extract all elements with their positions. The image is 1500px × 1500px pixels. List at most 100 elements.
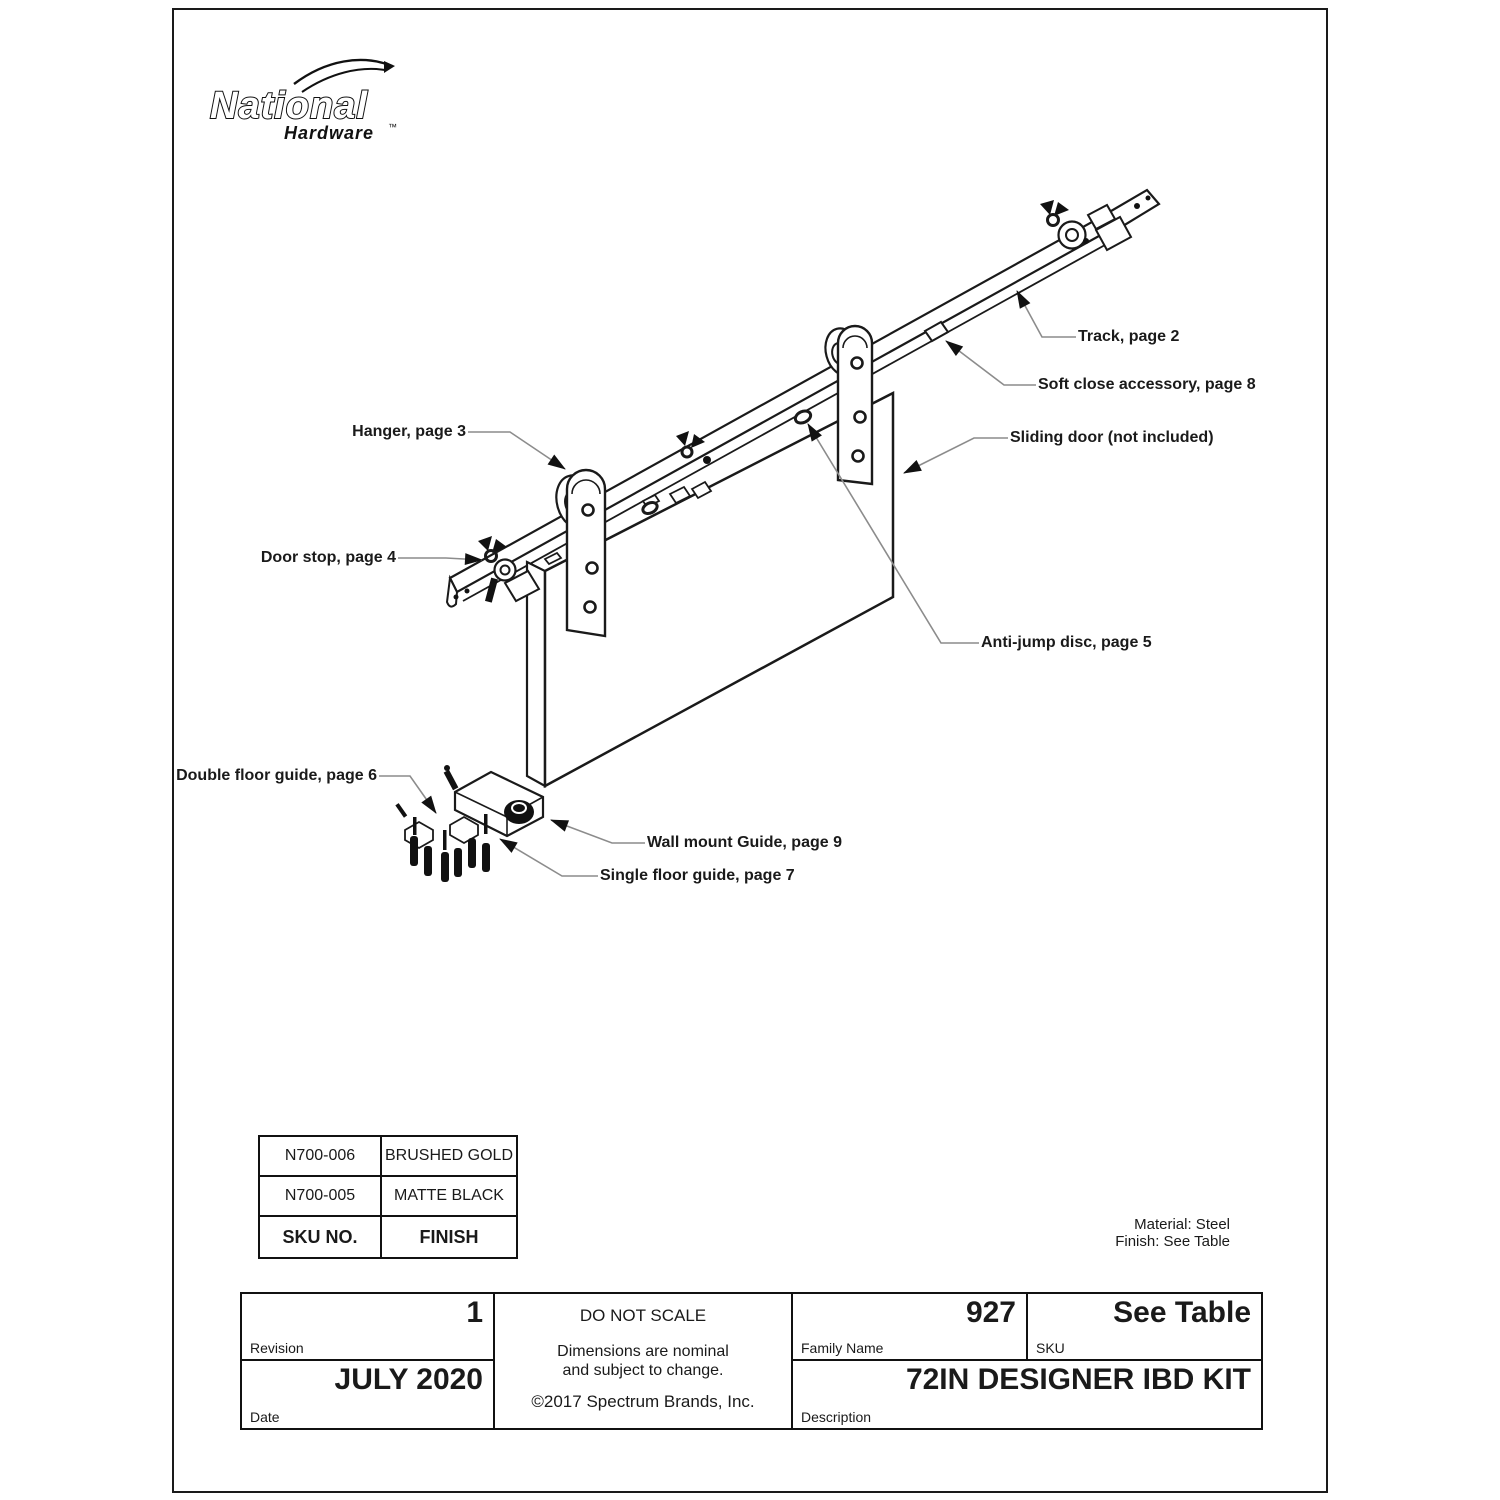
callout-leaders: [379, 290, 1076, 877]
floor-guide-post: [410, 836, 418, 866]
leader-wall-mount-guide: [550, 819, 645, 844]
door-stop-left-drawing: [478, 536, 541, 603]
finish-table-header-finish: FINISH: [419, 1226, 479, 1247]
door-side-face: [525, 560, 547, 788]
date-value: JULY 2020: [334, 1363, 483, 1396]
stop-wheel-icon: [1057, 220, 1087, 250]
hanger-hole: [581, 503, 595, 517]
logo-brand-top: National: [210, 85, 368, 127]
guide-roller-hub: [511, 802, 527, 814]
description-cell: 72IN DESIGNER IBD KIT Description: [793, 1361, 1261, 1428]
description-value: 72IN DESIGNER IBD KIT: [905, 1363, 1251, 1396]
family-name-cell: 927 Family Name: [793, 1294, 1028, 1361]
soft-close-block: [1094, 215, 1133, 252]
finish-table: N700-006 BRUSHED GOLD N700-005 MATTE BLA…: [258, 1135, 518, 1259]
finish-table-cell: BRUSHED GOLD: [382, 1137, 516, 1177]
revision-cell: 1 Revision: [242, 1294, 495, 1361]
track-hole: [453, 594, 459, 600]
national-hardware-logo: National Hardware ™: [209, 58, 397, 143]
stop-wheel-hub: [499, 564, 511, 576]
callout-labels: Hanger, page 3 Door stop, page 4 Track, …: [176, 328, 1256, 884]
logo-swoosh-icon: [293, 58, 393, 85]
guide-pin-cap: [444, 765, 450, 771]
track-hole: [703, 456, 711, 464]
hanger-right-drawing: [824, 324, 874, 486]
callout-double-floor-guide: Double floor guide, page 6: [176, 767, 377, 784]
track-hole: [1145, 195, 1151, 201]
floor-guide-post: [424, 846, 432, 876]
hanger-hole: [853, 410, 867, 424]
soft-close-clip: [923, 320, 950, 343]
logo-trademark: ™: [388, 122, 397, 132]
finish-line: Finish: See Table: [1115, 1233, 1230, 1250]
callout-hanger: Hanger, page 3: [352, 423, 466, 440]
leader-soft-close: [945, 340, 1036, 386]
anti-jump-disc-left-icon: [641, 500, 659, 516]
hanger-hole: [850, 356, 864, 370]
door-stop-top-drawing: [1040, 200, 1133, 252]
track-hole: [1083, 238, 1089, 244]
callout-soft-close: Soft close accessory, page 8: [1038, 376, 1256, 393]
notes-cell: DO NOT SCALE Dimensions are nominal and …: [495, 1294, 793, 1428]
stop-block: [503, 569, 541, 603]
dimensions-note: Dimensions are nominal and subject to ch…: [495, 1342, 791, 1380]
hanger-strap-fold: [571, 479, 601, 495]
sliding-door-drawing: [525, 390, 895, 789]
leader-anti-jump: [807, 423, 979, 644]
wing-bolt-icon: [691, 434, 705, 448]
wing-bolt-ring: [680, 445, 694, 459]
logo-swoosh-tip-icon: [384, 61, 395, 73]
date-cell: JULY 2020 Date: [242, 1361, 495, 1428]
floor-guide-post: [441, 852, 449, 882]
callout-door-stop: Door stop, page 4: [261, 549, 396, 566]
track-left-end: [445, 574, 459, 608]
floor-guide-pin: [443, 830, 447, 850]
leader-sliding-door: [903, 437, 1008, 474]
leader-track: [1016, 290, 1076, 338]
track-hole: [1134, 203, 1140, 209]
wing-bolt-icon: [1040, 200, 1054, 215]
floor-guide-pin: [395, 803, 408, 818]
callout-track: Track, page 2: [1078, 328, 1179, 345]
callout-single-floor-guide: Single floor guide, page 7: [600, 867, 795, 884]
floor-guide-pin: [413, 817, 417, 835]
wing-bolt-ring: [484, 549, 498, 563]
wing-bolt-icon: [478, 536, 492, 551]
wing-bolt-icon: [492, 539, 507, 553]
finish-table-cell: N700-006: [260, 1137, 382, 1177]
stop-pin: [484, 577, 498, 603]
callout-sliding-door: Sliding door (not included): [1010, 429, 1214, 446]
track-clip: [543, 551, 563, 566]
callout-anti-jump-disc: Anti-jump disc, page 5: [981, 634, 1152, 651]
dimensions-note-line2: and subject to change.: [562, 1362, 724, 1379]
material-line: Material: Steel: [1134, 1216, 1230, 1233]
logo-swoosh-icon: [301, 67, 386, 93]
callout-wall-mount-guide: Wall mount Guide, page 9: [647, 834, 842, 851]
sku-label: SKU: [1036, 1340, 1065, 1356]
wing-bolt-icon: [1054, 202, 1069, 216]
stop-wheel-icon: [493, 558, 517, 582]
logo-brand-bottom: Hardware: [284, 123, 374, 143]
title-block: 1 Revision DO NOT SCALE Dimensions are n…: [240, 1292, 1263, 1430]
finish-table-cell: N700-005: [260, 1177, 382, 1217]
wing-bolt-ring: [1046, 213, 1060, 227]
floor-guide-post: [468, 838, 476, 868]
finish-table-header-sku: SKU NO.: [260, 1217, 382, 1257]
revision-label: Revision: [250, 1340, 304, 1356]
floor-guide-pin: [484, 814, 488, 834]
track-hole: [464, 588, 470, 594]
family-name-label: Family Name: [801, 1340, 884, 1356]
dimensions-note-line1: Dimensions are nominal: [557, 1343, 729, 1360]
hanger-strap: [565, 468, 607, 638]
anti-jump-bracket: [668, 485, 692, 505]
sku-cell: See Table SKU: [1028, 1294, 1261, 1361]
hanger-hole: [851, 449, 865, 463]
hanger-strap: [836, 324, 874, 486]
floor-guide-post: [482, 843, 490, 872]
hanger-left-drawing: [555, 468, 607, 638]
date-label: Date: [250, 1409, 280, 1425]
leader-hanger: [468, 431, 566, 470]
finish-table-cell: MATTE BLACK: [382, 1177, 516, 1217]
